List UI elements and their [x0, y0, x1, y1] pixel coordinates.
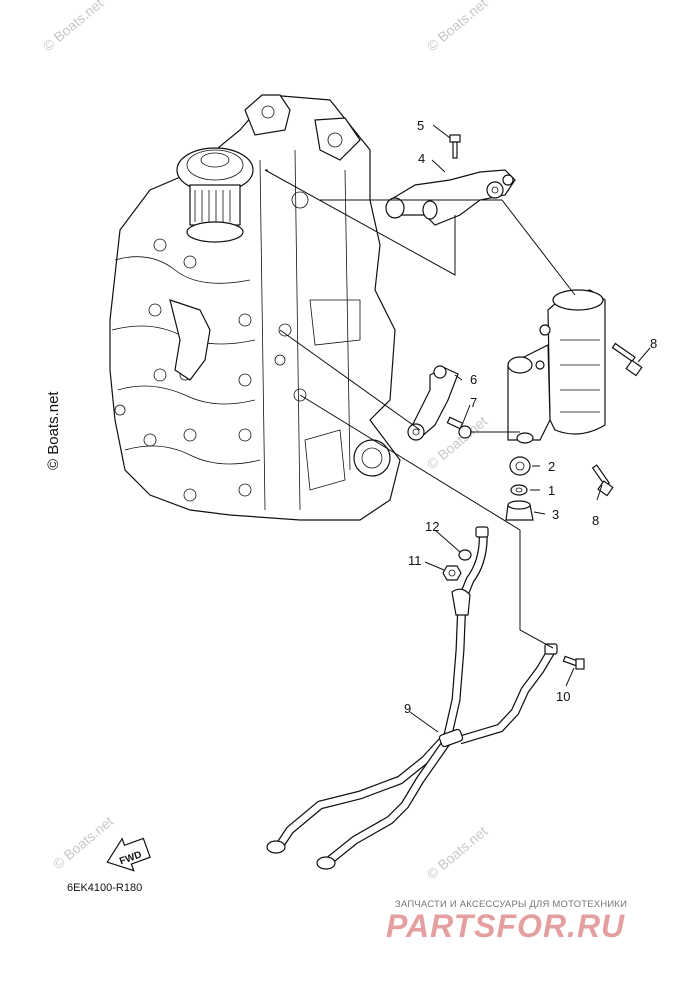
callout-8-upper: 8 [650, 336, 657, 351]
callout-5: 5 [417, 118, 424, 133]
callout-11: 11 [408, 553, 422, 568]
callout-3: 3 [552, 507, 559, 522]
ad-brand-logo: PARTSFOR.RU [386, 908, 625, 944]
callout-1: 1 [548, 483, 555, 498]
callouts: 5 4 8 6 7 2 1 3 8 12 11 10 9 [404, 118, 657, 716]
leader-lines [264, 124, 651, 733]
watermark-side: © Boats.net [45, 391, 62, 470]
callout-10: 10 [556, 689, 570, 704]
callout-4: 4 [418, 151, 425, 166]
callout-7: 7 [470, 395, 477, 410]
watermark-top-left: © Boats.net [40, 0, 107, 54]
engine-block [109, 94, 401, 521]
part-4-bracket [385, 169, 516, 226]
callout-6: 6 [470, 372, 477, 387]
diagram-code: 6EK4100-R180 [67, 882, 142, 894]
part-3-cap [505, 500, 534, 521]
part-2-terminal [509, 456, 531, 476]
part-11-nut [442, 565, 462, 581]
ad-banner: ЗАПЧАСТИ И АКСЕССУАРЫ ДЛЯ МОТОТЕХНИКИ PA… [386, 899, 627, 944]
starter-motor [507, 289, 606, 444]
part-6-lever [407, 365, 459, 441]
watermark-bottom-right: © Boats.net [424, 823, 491, 882]
part-8-bolt-lower [591, 464, 614, 497]
callout-8-lower: 8 [592, 513, 599, 528]
part-12-washer [458, 549, 472, 561]
part-10-bolt [562, 655, 585, 670]
callout-12: 12 [425, 519, 439, 534]
watermark-top-right: © Boats.net [424, 0, 491, 54]
callout-9: 9 [404, 701, 411, 716]
watermark-bottom-left: © Boats.net [50, 813, 117, 872]
part-5-bolt [449, 134, 461, 159]
callout-2: 2 [548, 459, 555, 474]
part-7-bolt [446, 416, 472, 439]
ad-tagline: ЗАПЧАСТИ И АКСЕССУАРЫ ДЛЯ МОТОТЕХНИКИ [395, 899, 627, 910]
part-9-cable [266, 526, 558, 870]
fwd-arrow: FWD [106, 837, 151, 872]
part-8-bolt-upper [611, 342, 643, 377]
part-1-washer [510, 484, 528, 496]
